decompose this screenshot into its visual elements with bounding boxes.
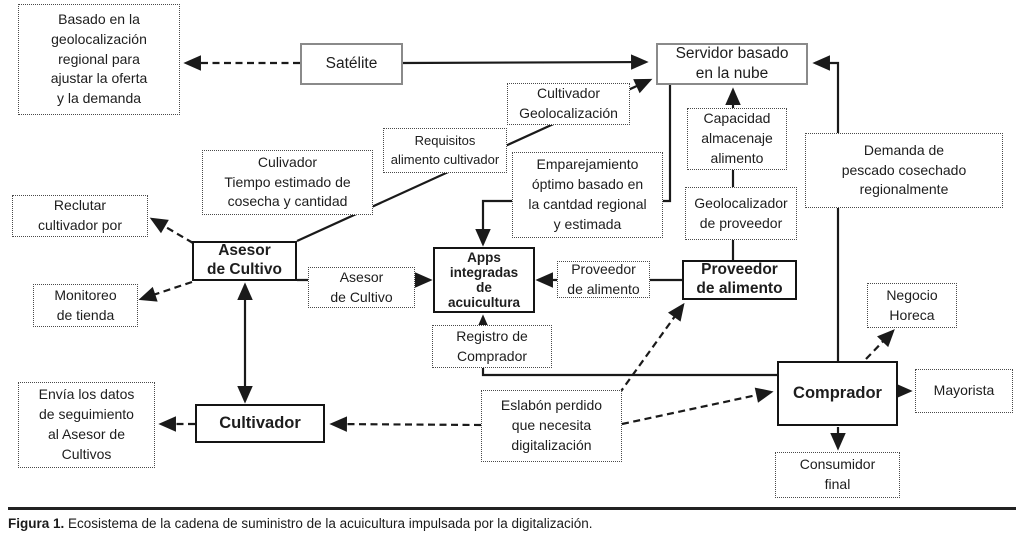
node-satelite: Satélite: [300, 43, 403, 85]
node-asesor-de-cultivo: Asesor de Cultivo: [192, 241, 297, 281]
node-emparejamiento-optimo: Emparejamiento óptimo basado en la cantd…: [512, 152, 663, 238]
edge-eslabon-proveedor: [618, 302, 685, 395]
node-demanda-pescado: Demanda de pescado cosechado regionalmen…: [805, 133, 1003, 208]
edge-asesor-monitoreo: [138, 280, 193, 302]
node-apps-integradas: Apps integradas de acuicultura: [433, 247, 535, 313]
node-registro-comprador: Registro de Comprador: [432, 325, 552, 368]
edge-satelite-servidor: [402, 54, 649, 70]
node-mayorista: Mayorista: [915, 369, 1013, 413]
node-basado-geolocalizacion: Basado en la geolocalización regional pa…: [18, 4, 180, 115]
figure-caption-label: Figura 1.: [8, 516, 65, 531]
node-proveedor-de-alimento: Proveedor de alimento: [682, 260, 797, 300]
node-culivador-tiempo-estimado: Culivador Tiempo estimado de cosecha y c…: [202, 150, 373, 215]
caption-divider: [8, 507, 1016, 510]
figure-caption: Figura 1. Ecosistema de la cadena de sum…: [8, 516, 593, 531]
edge-comprador-negocio: [865, 329, 895, 360]
node-capacidad-almacenaje: Capacidad almacenaje alimento: [687, 108, 787, 170]
node-cultivador-geolocalizacion: Cultivador Geolocalización: [507, 83, 630, 125]
node-proveedor-alimento-annotation: Proveedor de alimento: [557, 261, 650, 298]
node-asesor-cultivo-annotation: Asesor de Cultivo: [308, 267, 415, 308]
node-comprador: Comprador: [777, 361, 898, 426]
node-monitoreo-tienda: Monitoreo de tienda: [33, 284, 138, 327]
node-eslabon-perdido: Eslabón perdido que necesita digitalizac…: [481, 390, 622, 462]
figure-caption-text: Ecosistema de la cadena de suministro de…: [64, 516, 593, 531]
edge-eslabon-comprador: [621, 387, 774, 426]
node-cultivador: Cultivador: [195, 404, 325, 443]
node-servidor-nube: Servidor basado en la nube: [656, 43, 808, 85]
edge-eslabon-cultivador: [329, 416, 482, 432]
node-envia-datos-seguimiento: Envía los datos de seguimiento al Asesor…: [18, 382, 155, 468]
edge-asesor-reclutar: [149, 217, 194, 244]
node-consumidor-final: Consumidor final: [775, 452, 900, 498]
node-reclutar-cultivador: Reclutar cultivador por: [12, 195, 148, 237]
edge-comprador-servidor: [812, 55, 840, 361]
node-negocio-horeca: Negocio Horeca: [867, 283, 957, 328]
node-requisitos-alimento: Requisitos alimento cultivador: [383, 128, 507, 173]
node-geolocalizador-proveedor: Geolocalizador de proveedor: [685, 187, 797, 240]
